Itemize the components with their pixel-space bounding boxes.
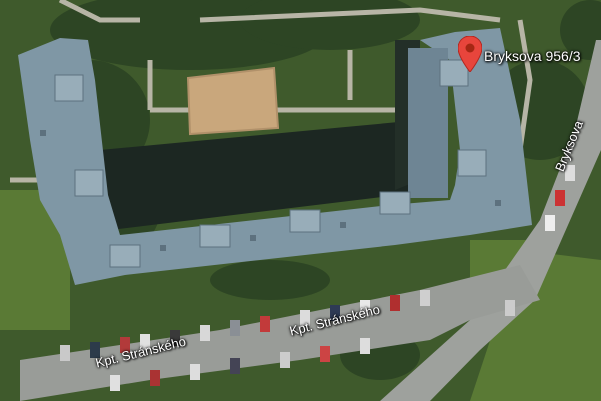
parked-cars <box>60 165 575 391</box>
road-bryksova <box>380 40 601 401</box>
road-kpt-stranskeho <box>20 265 540 401</box>
marker-address-label[interactable]: Bryksova 956/3 <box>484 48 581 64</box>
sandpit <box>186 66 280 136</box>
map-pin-icon[interactable] <box>458 36 482 72</box>
apartment-building-roof <box>18 28 532 285</box>
building-shadow <box>100 120 440 230</box>
